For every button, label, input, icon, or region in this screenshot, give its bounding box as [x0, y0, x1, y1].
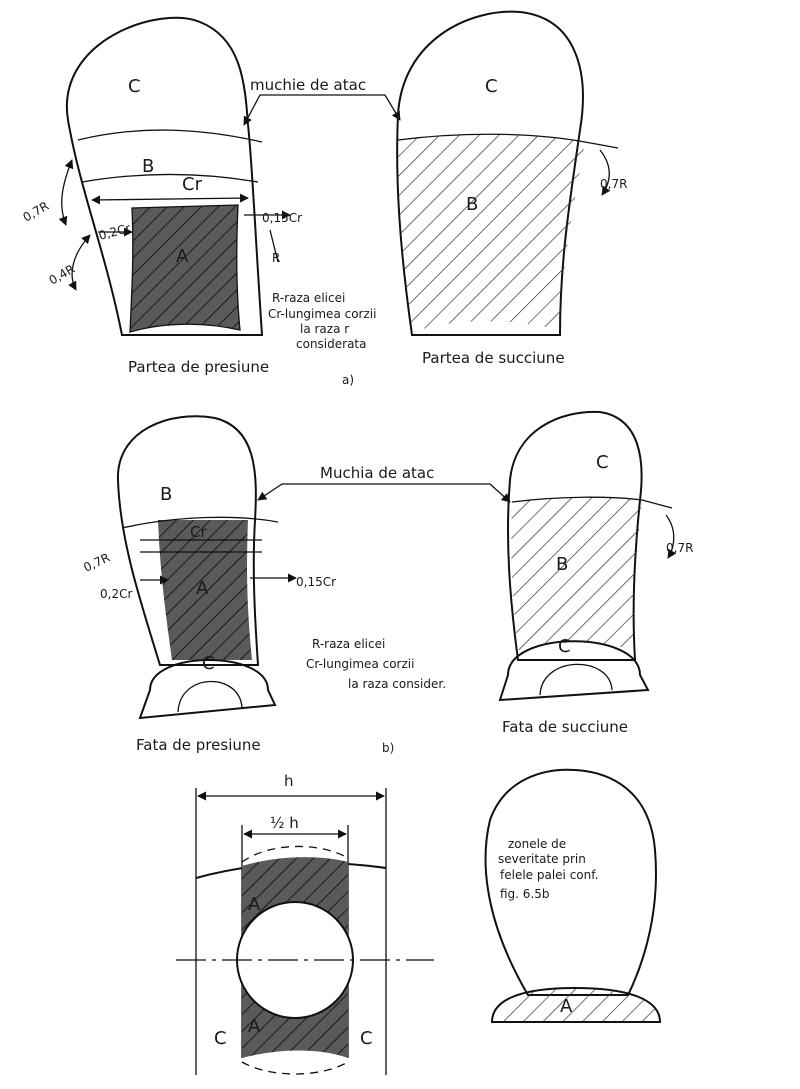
- note-line-4: fig. 6.5b: [500, 887, 550, 901]
- dim-02cr-label: 0,2Cr: [100, 587, 132, 601]
- leading-edge-callout: [243, 94, 401, 126]
- section-line-b: [81, 173, 259, 183]
- legend-line-4: considerata: [296, 337, 366, 351]
- dim-h-label: h: [284, 772, 294, 790]
- dim-arc-07r-right: [599, 149, 611, 196]
- figure-c: h ½ h A A C C zonele de severitate prin …: [176, 768, 662, 1075]
- dim-07r-label: 0,7R: [21, 199, 52, 225]
- profile-top-dashed: [241, 845, 349, 863]
- chord-label: Cr: [190, 523, 207, 541]
- zone-a-dark: [158, 520, 252, 660]
- r-tick: [269, 229, 279, 263]
- blade-outline: [484, 768, 657, 996]
- blade-a-suction: C B 0,7R: [396, 10, 627, 336]
- caption-pressure: Fata de presiune: [136, 736, 261, 754]
- zone-c-label: C: [485, 76, 498, 97]
- zone-b-hatched: [511, 497, 642, 650]
- dim-arc-04r: [68, 234, 91, 291]
- caption-suction: Fata de succiune: [502, 718, 628, 736]
- figure-tag: a): [342, 373, 354, 387]
- zone-a-label: A: [176, 246, 189, 267]
- chord-label: Cr: [182, 174, 203, 195]
- blade-b-pressure: B Cr A C 0,7R 0,2Cr 0,15Cr: [81, 415, 336, 720]
- caption-suction: Partea de succiune: [422, 349, 565, 367]
- zone-c-right-label: C: [360, 1028, 373, 1049]
- dim-half-h-label: ½ h: [270, 814, 299, 832]
- blade-a-pressure: C B Cr A 0,7R 0,2Cr 0,4R 0,15Cr R: [21, 16, 302, 336]
- dim-015cr-label: 0,15Cr: [296, 575, 336, 589]
- legend-line-2: Cr-lungimea corzii: [306, 657, 414, 671]
- blade-b-suction: C B C 0,7R: [498, 410, 693, 702]
- zone-a-top-label: A: [248, 894, 261, 915]
- legend-a: R-raza elicei Cr-lungimea corzii la raza…: [268, 291, 376, 351]
- zone-b-label: B: [466, 194, 478, 215]
- zone-a-bottom-label: A: [248, 1016, 261, 1037]
- hub: [498, 640, 650, 702]
- section-line-07r: [511, 496, 673, 509]
- note-line-2: severitate prin: [498, 852, 586, 866]
- note-line-1: zonele de: [508, 837, 566, 851]
- zone-b-label: B: [142, 156, 154, 177]
- figure-b: B Cr A C 0,7R 0,2Cr 0,15Cr Muchia de ata…: [81, 410, 693, 755]
- root-zone-a-label: A: [560, 996, 573, 1017]
- figure-a: C B Cr A 0,7R 0,2Cr 0,4R 0,15Cr R muchie…: [21, 10, 627, 387]
- leading-edge-label: muchie de atac: [250, 76, 366, 94]
- zone-c-label: C: [128, 76, 141, 97]
- dim-015cr-label: 0,15Cr: [262, 211, 302, 225]
- zone-c-bottom-label: C: [558, 636, 571, 657]
- section-line: [121, 516, 279, 529]
- section-view: h ½ h A A C C: [176, 772, 434, 1075]
- zone-c-left-label: C: [214, 1028, 227, 1049]
- dim-arc-07r: [58, 159, 74, 226]
- root-outline: [490, 986, 662, 1023]
- legend-line-2: Cr-lungimea corzii: [268, 307, 376, 321]
- hub-inner: [539, 663, 613, 696]
- dim-r-label: R: [272, 251, 280, 265]
- dim-arc-07r-right: [665, 514, 677, 559]
- caption-pressure: Partea de presiune: [128, 358, 269, 376]
- zone-a-label: A: [196, 578, 209, 599]
- hub: [138, 659, 277, 720]
- dim-07r-label: 0,7R: [666, 541, 693, 555]
- zone-c-label: C: [202, 653, 215, 674]
- figure-tag: b): [382, 741, 394, 755]
- leading-edge-label: Muchia de atac: [320, 464, 434, 482]
- zone-a-border: [129, 204, 241, 333]
- legend-line-3: la raza r: [300, 322, 349, 336]
- legend-line-1: R-raza elicei: [272, 291, 345, 305]
- zone-b-label: B: [160, 484, 172, 505]
- legend-b: R-raza elicei Cr-lungimea corzii la raza…: [306, 637, 446, 691]
- blade-outline: [116, 415, 260, 666]
- note-line-3: felele palei conf.: [500, 868, 598, 882]
- root-zone-a: [492, 988, 660, 1022]
- hub-inner: [177, 680, 243, 713]
- zone-a-dark: [130, 205, 240, 332]
- profile-bottom-dashed: [241, 1061, 349, 1075]
- legend-line-1: R-raza elicei: [312, 637, 385, 651]
- dim-02cr-label: 0,2Cr: [97, 221, 132, 243]
- blade-c: zonele de severitate prin felele palei c…: [484, 768, 662, 1023]
- zone-b-hatched: [398, 134, 585, 332]
- leading-edge-callout: [257, 483, 511, 503]
- legend-line-3: la raza consider.: [348, 677, 446, 691]
- zone-c-top-label: C: [596, 452, 609, 473]
- zone-b-label: B: [556, 554, 568, 575]
- dim-07r-label: 0,7R: [81, 550, 112, 574]
- chord-dim: [91, 193, 249, 205]
- section-line-07r: [77, 129, 263, 143]
- dim-07r-label: 0,7R: [600, 177, 627, 191]
- section-line-07r: [397, 133, 619, 149]
- blade-outline: [65, 16, 264, 336]
